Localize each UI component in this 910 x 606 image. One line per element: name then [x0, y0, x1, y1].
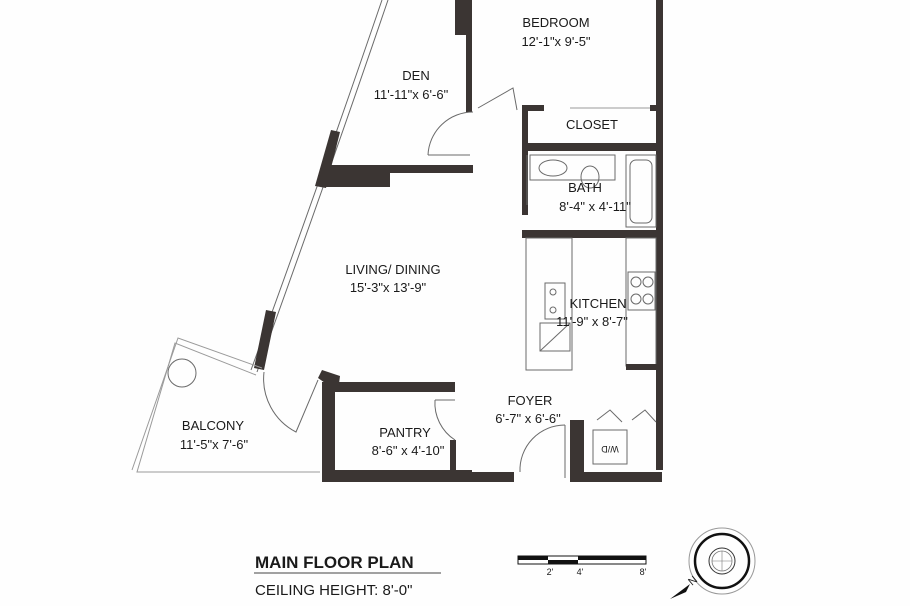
bedroom-label: BEDROOM [522, 15, 589, 30]
compass-rose-icon: N [670, 527, 756, 599]
plant-icon [167, 358, 197, 388]
kitchen-island [525, 237, 573, 371]
balcony [131, 337, 320, 473]
pantry-foyer-walls [318, 370, 662, 482]
balcony-label: BALCONY [182, 418, 244, 433]
foyer-label: FOYER [508, 393, 553, 408]
toilet-icon [580, 165, 600, 189]
pantry-size: 8'-6" x 4'-10" [372, 443, 445, 458]
living-dining-size: 15'-3"x 13'-9" [350, 280, 427, 295]
living-dining-label: LIVING/ DINING [345, 262, 440, 277]
closet-label: CLOSET [566, 117, 618, 132]
scale-tick-2: 2' [547, 567, 554, 577]
bathtub-icon [625, 154, 657, 228]
bath-label: BATH [568, 180, 602, 195]
den-walls [322, 0, 518, 187]
bedroom-bath-walls [522, 0, 663, 470]
foyer-size: 6'-7" x 6'-6" [495, 411, 561, 426]
kitchen-fixtures [525, 237, 660, 371]
sink-icon [538, 159, 568, 177]
den-size: 11'-11"x 6'-6" [374, 87, 449, 102]
kitchen-size: 11'-9" x 8'-7" [556, 314, 628, 329]
pantry-label: PANTRY [379, 425, 431, 440]
balcony-size: 11'-5"x 7'-6" [180, 437, 249, 452]
scale-tick-4: 4' [577, 567, 584, 577]
kitchen-sink-icon [544, 282, 566, 320]
scale-tick-8: 8' [640, 567, 647, 577]
washer-dryer [592, 429, 628, 465]
north-arrow-icon [670, 584, 690, 599]
scale-bar: 2' 4' 8' [517, 555, 647, 577]
plan-title: MAIN FLOOR PLAN [255, 553, 414, 572]
stove-icon [627, 271, 656, 311]
bath-size: 8'-4" x 4'-11" [559, 199, 631, 214]
bedroom-size: 12'-1"x 9'-5" [521, 34, 590, 49]
den-label: DEN [402, 68, 429, 83]
washer-dryer-label: W/D [601, 444, 619, 454]
ceiling-height: CEILING HEIGHT: 8'-0" [255, 582, 412, 599]
kitchen-label: KITCHEN [569, 296, 626, 311]
